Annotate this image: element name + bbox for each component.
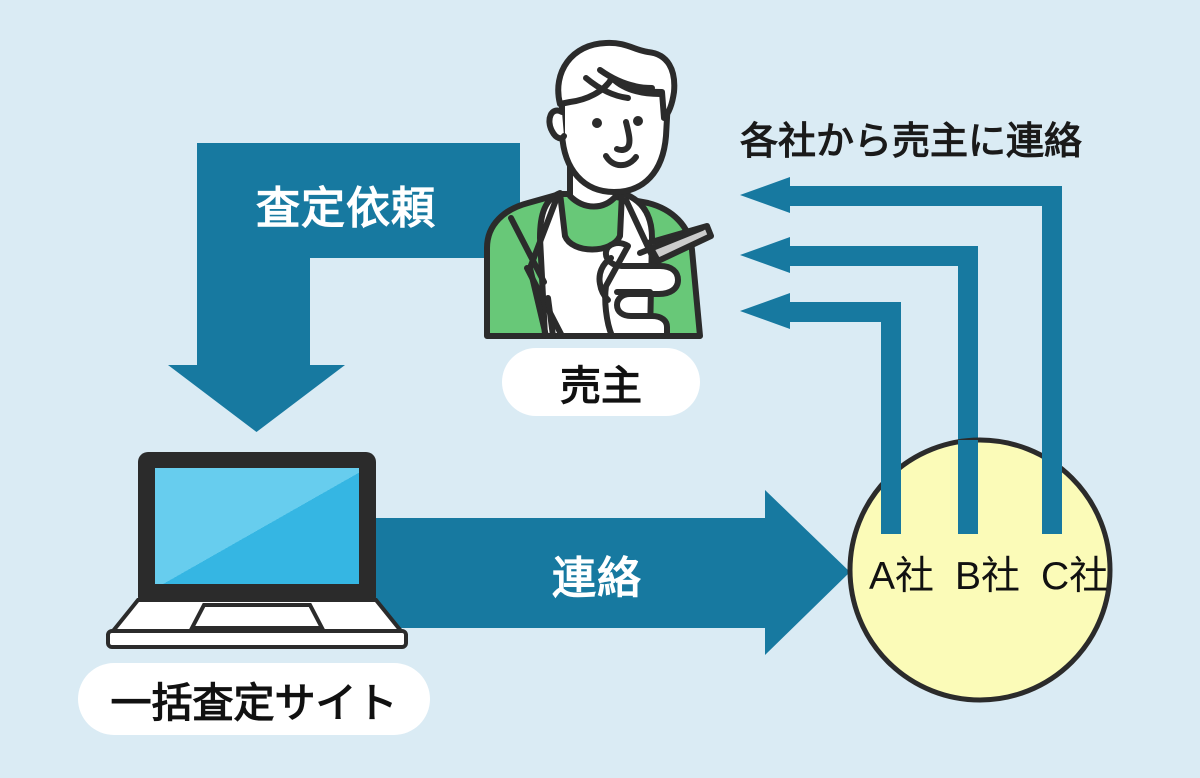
company-label-b: B社 [955,555,1021,598]
arrow-label-assessment-request: 査定依頼 [256,184,436,233]
node-label-site: 一括査定サイト [78,663,430,735]
company-label-a: A社 [869,555,935,598]
company-label-c: C社 [1041,555,1109,598]
person-with-smartphone-icon [484,39,714,339]
arrow-label-replies: 各社から売主に連絡 [740,121,1083,163]
arrow-label-contact: 連絡 [552,554,642,603]
node-label-seller: 売主 [502,348,700,416]
laptop-icon [106,452,408,649]
arrow-reply-stems-overlay [881,440,1062,534]
arrow-assessment-request [168,143,520,432]
arrow-contact [372,490,850,655]
